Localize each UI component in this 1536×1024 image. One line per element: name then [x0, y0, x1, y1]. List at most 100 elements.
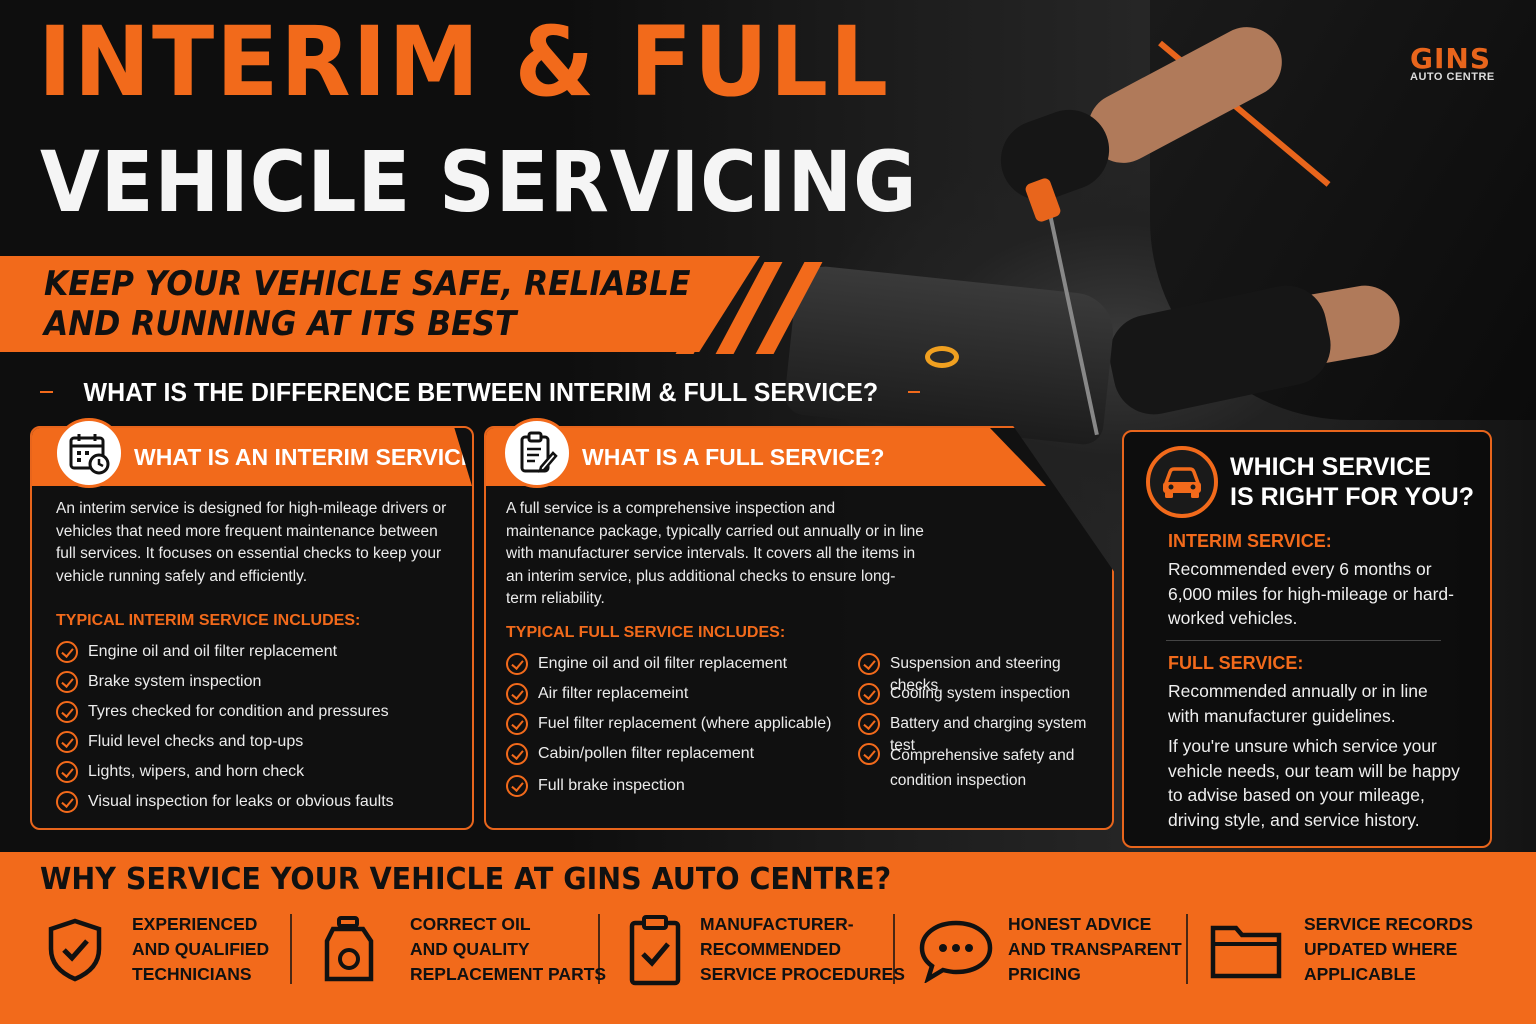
divider: [893, 914, 895, 984]
full-card-header: WHAT IS A FULL SERVICE?: [486, 428, 1046, 486]
heading-rule: [908, 391, 920, 393]
which-service-title: WHICH SERVICE IS RIGHT FOR YOU?: [1230, 452, 1474, 512]
list-item-text: Fuel filter replacement (where applicabl…: [538, 715, 832, 732]
interim-description: An interim service is designed for high-…: [56, 500, 447, 585]
tagline-text: KEEP YOUR VEHICLE SAFE, RELIABLE AND RUN…: [44, 264, 690, 344]
tagline-line1: KEEP YOUR VEHICLE SAFE, RELIABLE: [44, 264, 691, 304]
full-includes-title: TYPICAL FULL SERVICE INCLUDES:: [506, 624, 786, 641]
interim-card: [30, 426, 474, 830]
feature-label: CORRECT OIL AND QUALITY REPLACEMENT PART…: [410, 914, 607, 984]
oil-bottle-icon: [316, 912, 382, 988]
tagline-banner: [0, 256, 760, 352]
check-circle-icon: [56, 731, 78, 753]
full-service-label: FULL SERVICE:: [1168, 653, 1304, 673]
full-list-right: Suspension and steering checks Cooling s…: [858, 653, 1108, 795]
list-item-text: Lights, wipers, and horn check: [88, 763, 305, 780]
feature-label: MANUFACTURER- RECOMMENDED SERVICE PROCED…: [700, 914, 905, 984]
interim-service-text: Recommended every 6 months or 6,000 mile…: [1168, 559, 1454, 628]
list-item: Cooling system inspection: [858, 683, 1108, 713]
check-circle-icon: [506, 713, 528, 735]
calendar-clock-icon: [54, 418, 124, 488]
check-circle-icon: [56, 791, 78, 813]
check-circle-icon: [506, 683, 528, 705]
shield-check-icon: [42, 912, 108, 988]
feature-label: HONEST ADVICE AND TRANSPARENT PRICING: [1008, 914, 1182, 984]
list-item: Suspension and steering checks: [858, 653, 1108, 694]
full-card: [484, 426, 1114, 830]
check-circle-icon: [858, 743, 880, 765]
check-circle-icon: [858, 683, 880, 705]
divider: [290, 914, 292, 984]
check-circle-icon: [858, 653, 880, 675]
feature-label: EXPERIENCED AND QUALIFIED TECHNICIANS: [132, 914, 270, 984]
folder-icon: [1206, 912, 1286, 988]
check-circle-icon: [506, 775, 528, 797]
list-item: Battery and charging system test: [858, 713, 1108, 754]
list-item: Air filter replacemeint: [506, 683, 846, 713]
list-item: Comprehensive safety and condition inspe…: [858, 743, 1108, 795]
interim-list: Engine oil and oil filter replacement Br…: [56, 641, 466, 821]
full-description: A full service is a comprehensive inspec…: [506, 500, 924, 607]
check-circle-icon: [56, 701, 78, 723]
list-item: Visual inspection for leaks or obvious f…: [56, 791, 466, 821]
which-title-line2: IS RIGHT FOR YOU?: [1230, 483, 1474, 511]
list-item-text: Suspension and steering checks: [890, 655, 1061, 694]
page-title-line2: VEHICLE SERVICING: [40, 133, 918, 231]
page-title-line1: INTERIM & FULL: [38, 6, 890, 118]
divider: [1186, 914, 1188, 984]
checklist-icon: [622, 912, 688, 988]
list-item: Fluid level checks and top-ups: [56, 731, 466, 761]
list-item-text: Cooling system inspection: [890, 685, 1071, 702]
car-icon: [1146, 446, 1218, 518]
list-item-text: Air filter replacemeint: [538, 685, 689, 702]
list-item-text: Battery and charging system test: [890, 715, 1087, 754]
oil-cap: [925, 346, 959, 368]
why-title: WHY SERVICE YOUR VEHICLE AT GINS AUTO CE…: [40, 862, 892, 897]
difference-heading: WHAT IS THE DIFFERENCE BETWEEN INTERIM &…: [0, 372, 920, 412]
check-circle-icon: [56, 671, 78, 693]
interim-service-label: INTERIM SERVICE:: [1168, 531, 1332, 551]
full-service-text: Recommended annually or in line with man…: [1168, 681, 1428, 726]
full-list-left: Engine oil and oil filter replacement Ai…: [506, 653, 846, 805]
check-circle-icon: [506, 653, 528, 675]
list-item: Engine oil and oil filter replacement: [56, 641, 466, 671]
feature-item: EXPERIENCED AND QUALIFIED TECHNICIANS: [42, 912, 269, 988]
check-circle-icon: [56, 761, 78, 783]
check-circle-icon: [56, 641, 78, 663]
list-item-text: Visual inspection for leaks or obvious f…: [88, 793, 394, 810]
brand-name: GINS: [1410, 42, 1491, 75]
list-item: Tyres checked for condition and pressure…: [56, 701, 466, 731]
feature-item: CORRECT OIL AND QUALITY REPLACEMENT PART…: [316, 912, 606, 988]
list-item: Brake system inspection: [56, 671, 466, 701]
tagline-line2: AND RUNNING AT ITS BEST: [44, 304, 517, 344]
heading-rule: [40, 391, 53, 393]
difference-heading-text: WHAT IS THE DIFFERENCE BETWEEN INTERIM &…: [83, 376, 878, 407]
check-circle-icon: [858, 713, 880, 735]
advice-text: If you're unsure which service your vehi…: [1168, 736, 1460, 830]
feature-item: HONEST ADVICE AND TRANSPARENT PRICING: [916, 912, 1182, 988]
which-title-line1: WHICH SERVICE: [1230, 453, 1431, 481]
speech-bubble-icon: [916, 912, 996, 988]
check-circle-icon: [506, 743, 528, 765]
divider: [598, 914, 600, 984]
list-item-text: Engine oil and oil filter replacement: [538, 655, 788, 672]
list-item: Cabin/pollen filter replacement: [506, 743, 846, 775]
list-item-text: Brake system inspection: [88, 673, 262, 690]
feature-item: SERVICE RECORDS UPDATED WHERE APPLICABLE: [1206, 912, 1473, 988]
interim-includes-title: TYPICAL INTERIM SERVICE INCLUDES:: [56, 612, 361, 629]
list-item-text: Fluid level checks and top-ups: [88, 733, 304, 750]
feature-label: SERVICE RECORDS UPDATED WHERE APPLICABLE: [1304, 914, 1473, 984]
list-item-text: Engine oil and oil filter replacement: [88, 643, 338, 660]
list-item-text: Comprehensive safety and condition inspe…: [890, 747, 1075, 789]
brand-logo: GINS AUTO CENTRE: [1410, 42, 1495, 83]
clipboard-icon: [502, 418, 572, 488]
divider: [1166, 640, 1441, 641]
feature-item: MANUFACTURER- RECOMMENDED SERVICE PROCED…: [622, 912, 905, 988]
list-item-text: Full brake inspection: [538, 777, 685, 794]
full-heading: WHAT IS A FULL SERVICE?: [582, 443, 885, 470]
list-item-text: Tyres checked for condition and pressure…: [88, 703, 389, 720]
list-item: Lights, wipers, and horn check: [56, 761, 466, 791]
list-item: Full brake inspection: [506, 775, 846, 805]
list-item-text: Cabin/pollen filter replacement: [538, 745, 755, 762]
list-item: Fuel filter replacement (where applicabl…: [506, 713, 846, 743]
